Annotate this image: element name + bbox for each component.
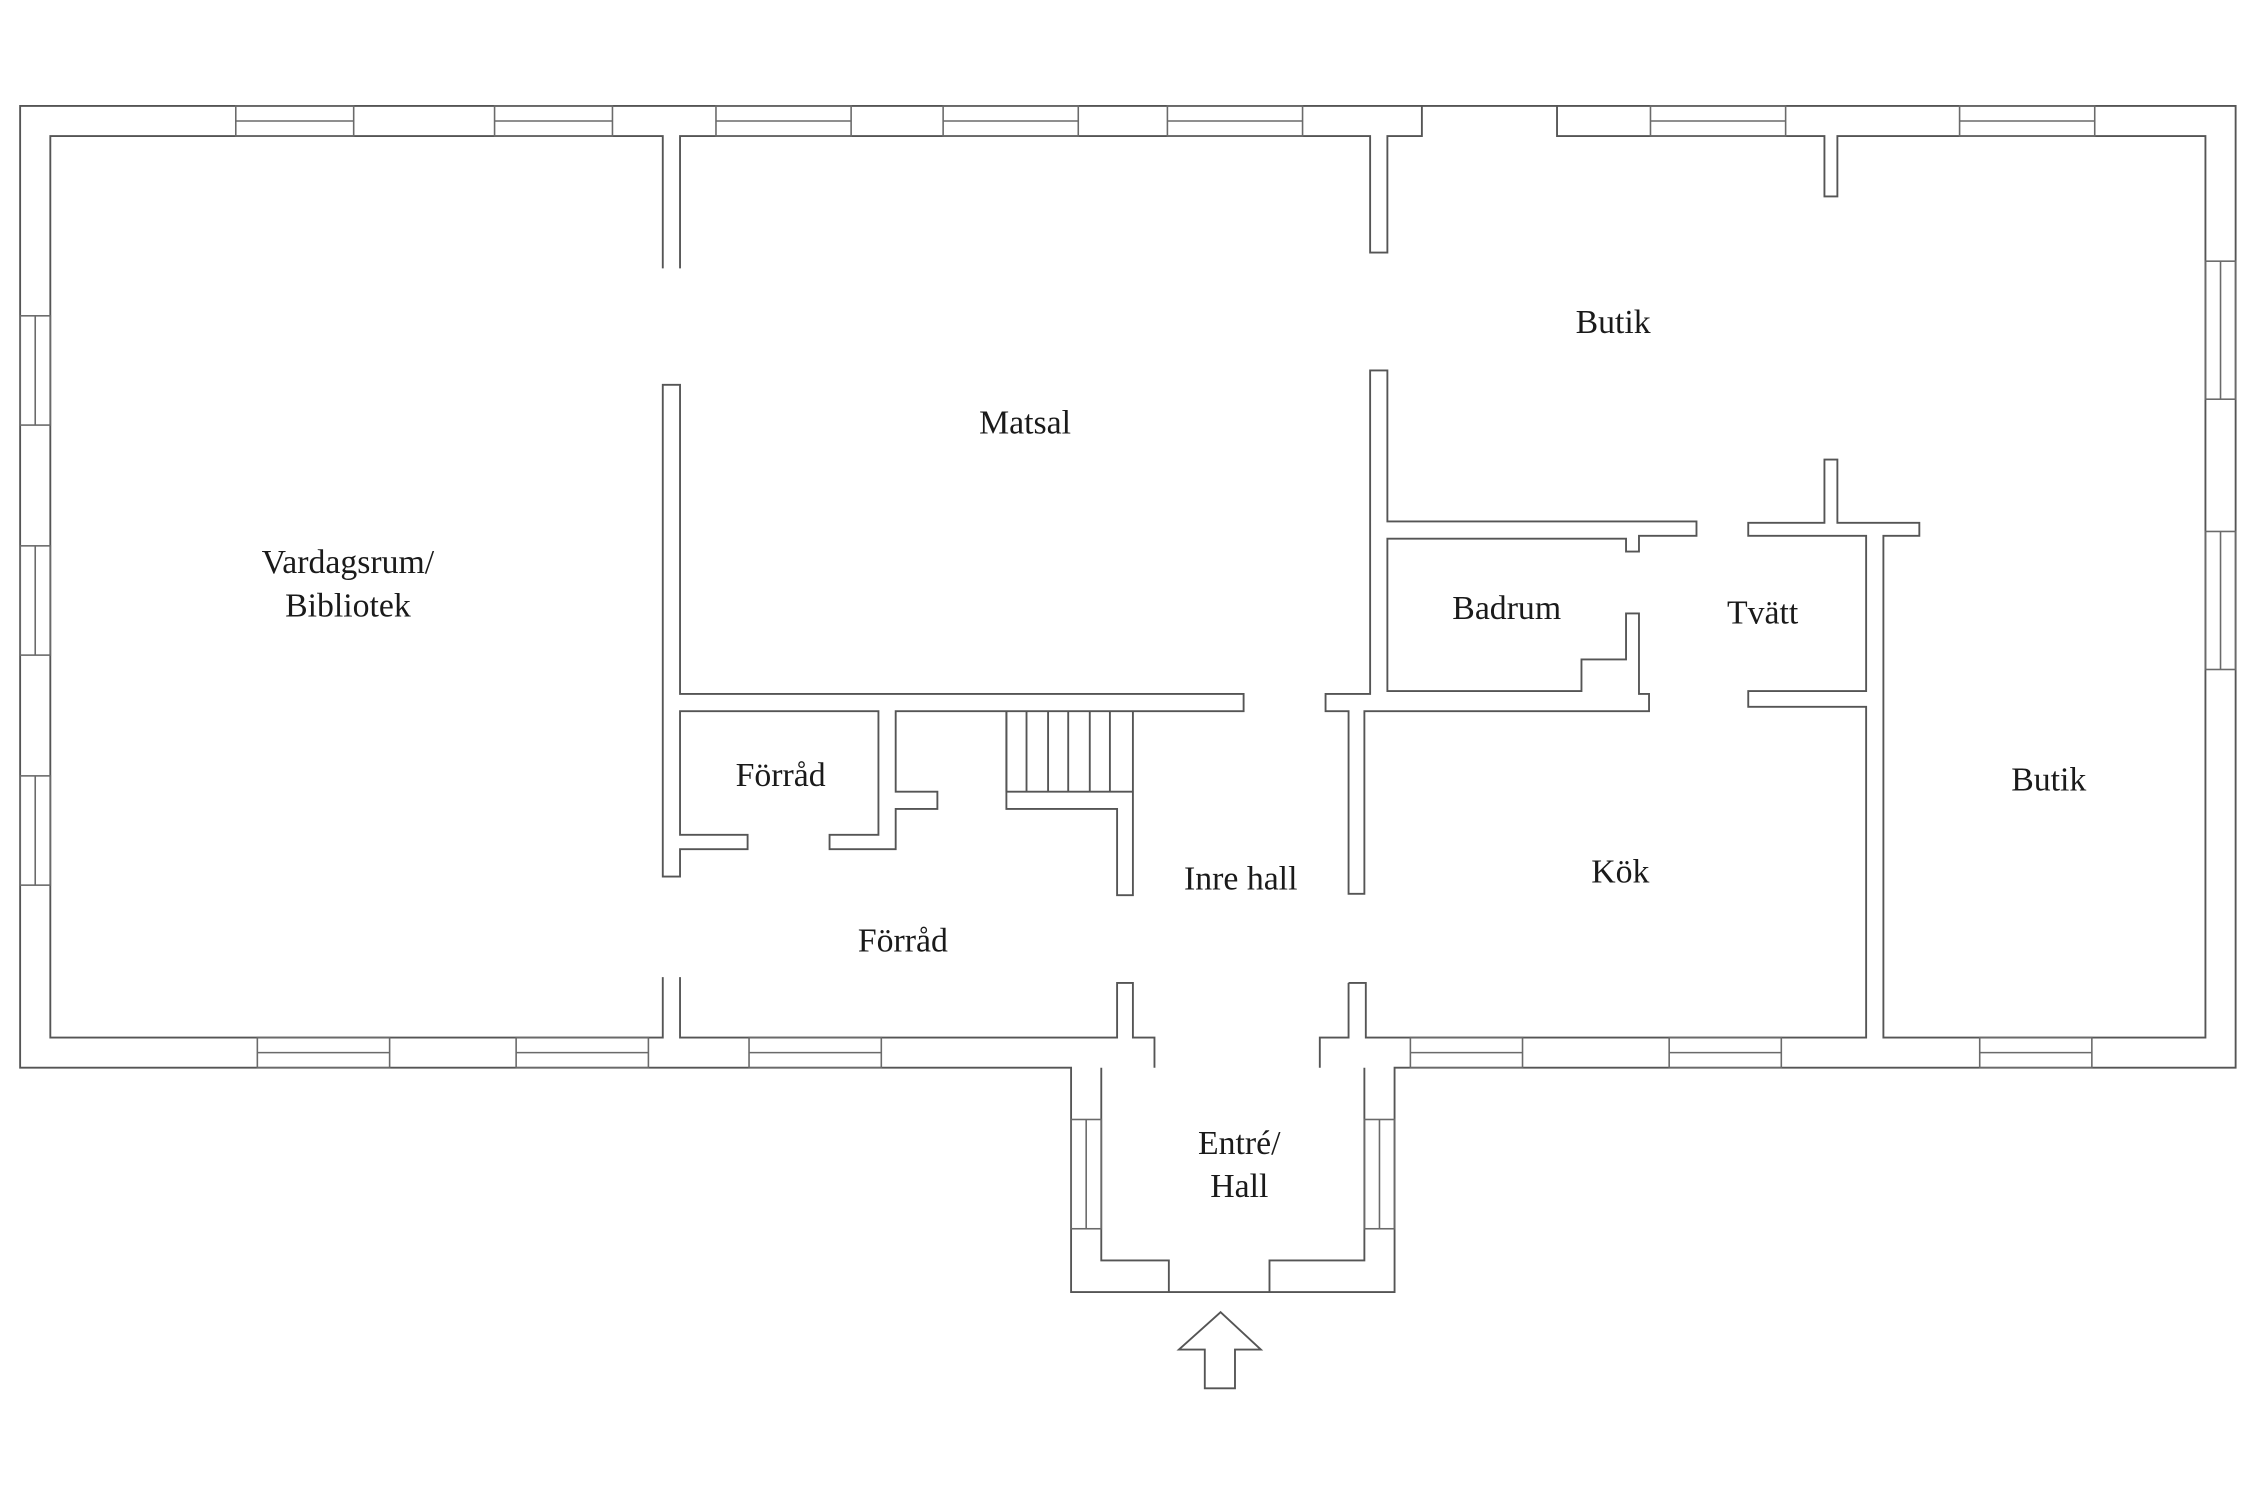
windows-north	[234, 105, 2096, 137]
entry-vestibule-inner-right	[1268, 1067, 1366, 1293]
exterior-wall-outer	[19, 104, 2237, 1293]
room-label-matsal: Matsal	[979, 405, 1071, 442]
room-label-butik-top: Butik	[1576, 304, 1651, 341]
room-label-tvatt: Tvätt	[1727, 594, 1799, 631]
stair-treads	[1005, 711, 1133, 793]
arrow-up-icon	[1176, 1310, 1264, 1390]
entry-vestibule-inner	[1100, 1067, 1170, 1293]
wall-matsal-east	[1324, 369, 1698, 895]
windows-east	[2204, 260, 2237, 671]
room-label-kok: Kök	[1591, 853, 1649, 890]
room-label-vardagsrum: Vardagsrum/Bibliotek	[262, 544, 435, 624]
room-label-entre: Entré/Hall	[1198, 1125, 1281, 1205]
windows-south	[256, 1036, 2093, 1069]
windows-entry	[1070, 1118, 1396, 1230]
windows-west	[19, 315, 52, 886]
stair-wall	[1005, 711, 1134, 897]
wall-vardagsrum-matsal	[661, 383, 1245, 878]
room-label-forrad-small: Förråd	[736, 757, 826, 794]
room-label-butik-right: Butik	[2011, 761, 2086, 798]
entry-wall-right-stub	[1318, 982, 1350, 1068]
exterior-wall-inner-north-right	[1348, 105, 2207, 1039]
room-label-inre-hall: Inre hall	[1184, 860, 1297, 897]
room-label-badrum: Badrum	[1452, 590, 1561, 627]
exterior-wall-inner-north-mid	[679, 105, 1423, 269]
exterior-wall-inner-south-mid	[679, 977, 1156, 1068]
room-label-forrad-hall: Förråd	[858, 922, 948, 959]
